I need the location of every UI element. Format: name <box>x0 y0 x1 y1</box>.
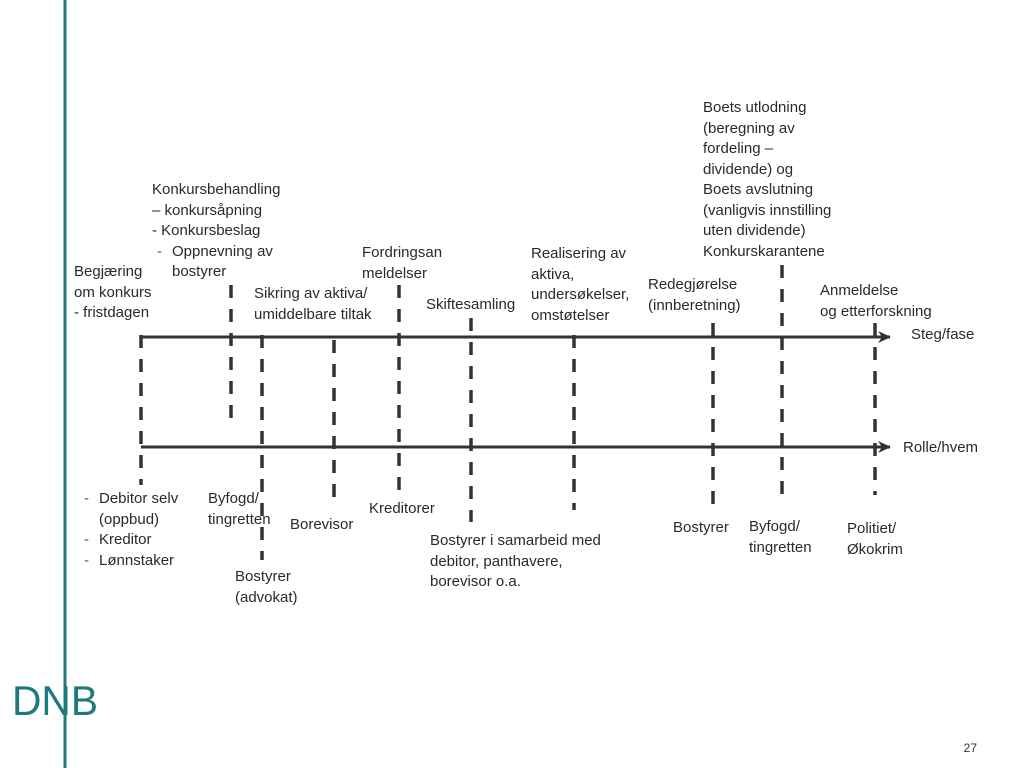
role-text-line: Bostyrer i samarbeid med <box>430 532 601 549</box>
step-begjaering: Begjæring om konkurs - fristdagen <box>74 262 152 324</box>
role-bostyrer-advokat: Bostyrer (advokat) <box>235 567 298 608</box>
role-text-line: Politiet/ <box>847 520 897 537</box>
role-bullet-continuation: (oppbud) <box>99 510 160 528</box>
role-text-line: Byfogd/ <box>749 518 800 535</box>
role-axis-label: Rolle/hvem <box>903 439 979 456</box>
role-bostyrer: Bostyrer <box>673 518 729 539</box>
step-konkursbehandling: Konkursbehandling – konkursåpning - Konk… <box>152 180 280 283</box>
role-borevisor: Borevisor <box>290 515 353 536</box>
step-text-line: - Konkursbeslag <box>152 222 261 239</box>
role-kreditorer: Kreditorer <box>369 499 435 520</box>
step-text-line: meldelser <box>362 264 428 282</box>
step-skiftesamling: Skiftesamling <box>426 295 515 316</box>
step-text-line: Skiftesamling <box>426 296 516 313</box>
step-text-line: (vanligvis innstilling <box>703 201 832 219</box>
step-text-line: fordeling – <box>703 140 774 157</box>
step-text-line: undersøkelser, <box>531 286 630 303</box>
step-redegjorelse: Redegjørelse (innberetning) <box>648 275 741 316</box>
page-number: 27 <box>963 741 977 755</box>
role-bostyrer-samarbeid: Bostyrer i samarbeid med debitor, pantha… <box>430 531 601 593</box>
role-byfogd-1: Byfogd/ tingretten <box>208 489 271 530</box>
step-text-line: Boets avslutning <box>703 181 814 198</box>
role-text-line: Borevisor <box>290 516 354 533</box>
role-politiet: Politiet/ Økokrim <box>847 519 903 560</box>
role-text-line: Bostyrer <box>673 519 729 536</box>
step-text-line: uten dividende) <box>703 222 806 239</box>
role-bullet-item: Lønnstaker <box>79 551 178 572</box>
step-text-line: Anmeldelse <box>820 282 899 299</box>
step-text-line: og etterforskning <box>820 302 932 320</box>
role-text-line: (advokat) <box>235 588 298 606</box>
role-text-line: Byfogd/ <box>208 490 259 507</box>
dnb-logo: DNB <box>12 677 102 724</box>
step-text-line: Boets utlodning <box>703 99 807 116</box>
step-boets-utlodning: Boets utlodning (beregning av fordeling … <box>703 98 831 262</box>
step-realisering: Realisering av aktiva, undersøkelser, om… <box>531 244 629 326</box>
role-text-line: Bostyrer <box>235 568 291 585</box>
role-initiators: Debitor selv (oppbud) Kreditor Lønnstake… <box>79 489 178 571</box>
step-bullet-continuation: bostyrer <box>172 263 227 280</box>
step-fordringsanmeldelser: Fordringsan meldelser <box>362 243 442 284</box>
step-sikring: Sikring av aktiva/ umiddelbare tiltak <box>254 284 372 325</box>
role-text-line: tingretten <box>208 510 271 528</box>
step-text-line: Begjæring <box>74 263 143 280</box>
step-text-line: umiddelbare tiltak <box>254 305 372 323</box>
role-text-line: debitor, panthavere, <box>430 552 563 570</box>
step-text-line: Sikring av aktiva/ <box>254 285 368 302</box>
step-text-line: omstøtelser <box>531 306 610 324</box>
step-bullet-item: Oppnevning av <box>152 242 280 263</box>
step-anmeldelse: Anmeldelse og etterforskning <box>820 281 932 322</box>
step-text-line: om konkurs <box>74 283 152 301</box>
step-text-line: Konkurskarantene <box>703 242 825 260</box>
step-text-line: Fordringsan <box>362 244 443 261</box>
step-text-line: dividende) og <box>703 160 794 178</box>
step-text-line: Redegjørelse <box>648 276 738 293</box>
step-text-line: Konkursbehandling <box>152 181 281 198</box>
step-text-line: (beregning av <box>703 119 795 137</box>
step-text-line: - fristdagen <box>74 304 150 321</box>
role-text-line: tingretten <box>749 538 812 556</box>
step-text-line: (innberetning) <box>648 296 741 314</box>
role-bullet-item: Debitor selv <box>79 489 178 510</box>
role-byfogd-2: Byfogd/ tingretten <box>749 517 812 558</box>
role-bullet-item: Kreditor <box>79 530 178 551</box>
phase-axis-label: Steg/fase <box>911 326 975 343</box>
step-text-line: aktiva, <box>531 265 575 283</box>
role-text-line: borevisor o.a. <box>430 573 521 590</box>
step-text-line: Realisering av <box>531 245 627 262</box>
role-text-line: Økokrim <box>847 540 903 558</box>
dnb-logo-text: DNB <box>12 677 98 719</box>
role-text-line: Kreditorer <box>369 500 435 517</box>
step-text-line: – konkursåpning <box>152 201 263 219</box>
